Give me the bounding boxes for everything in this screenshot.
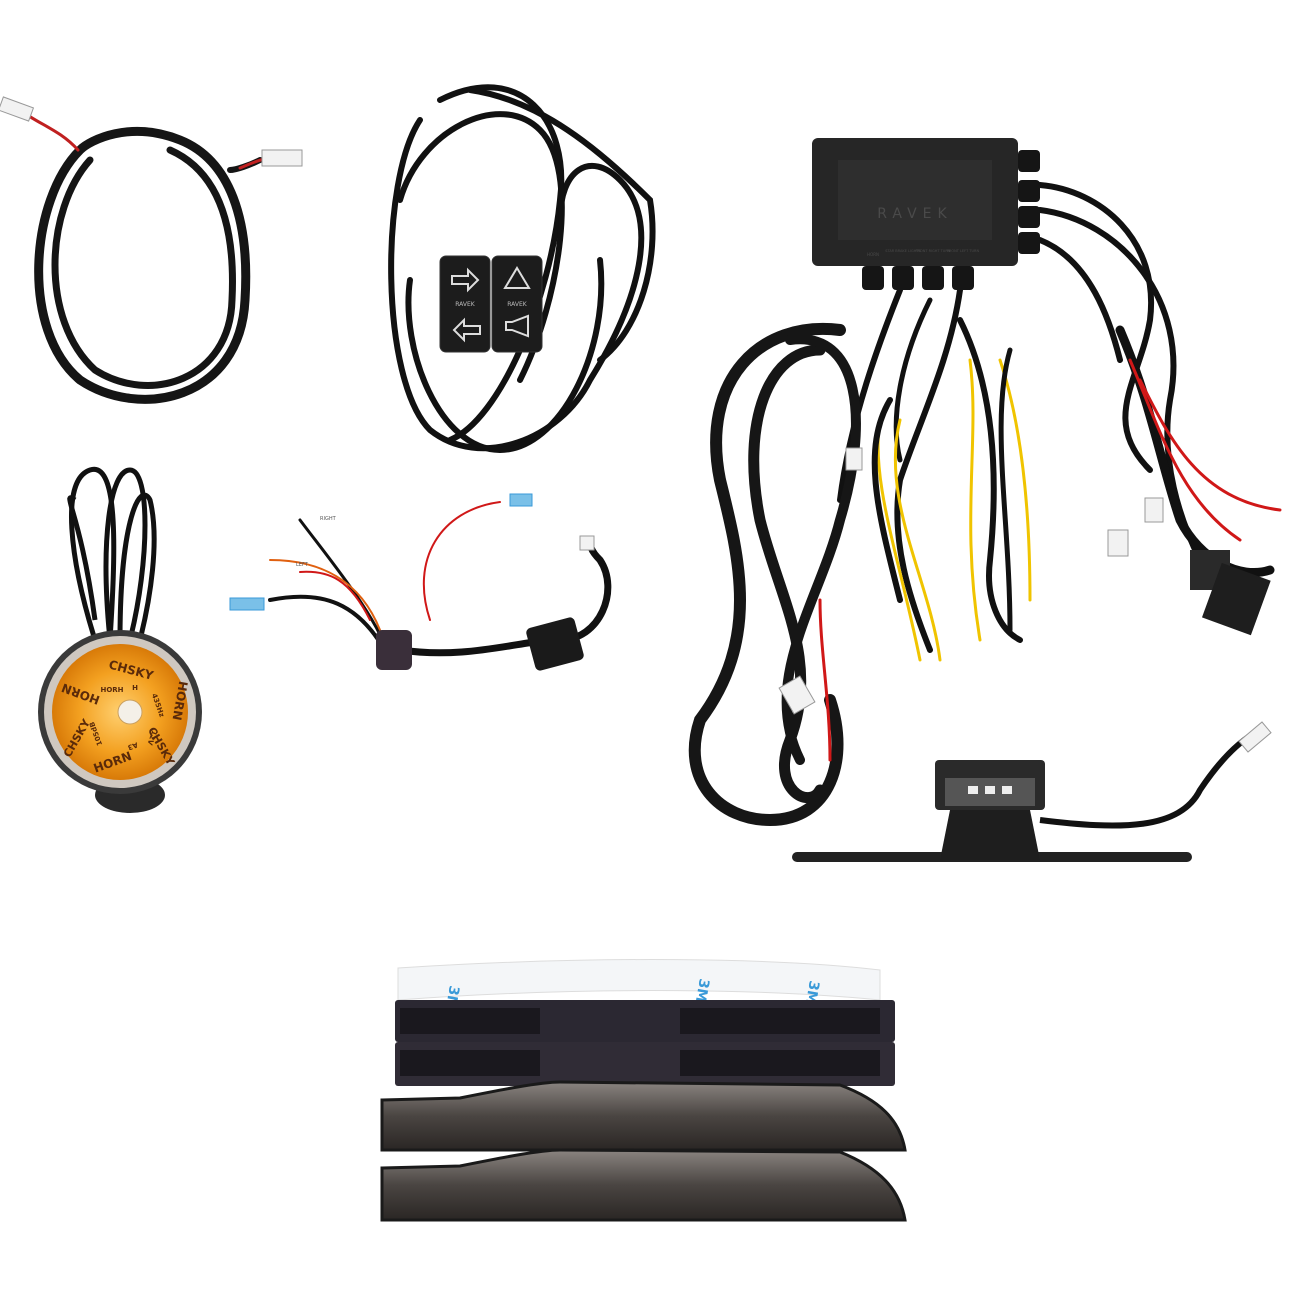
- main-harness-cables: [688, 182, 1282, 827]
- switch-panel-cable-coil: [388, 84, 656, 454]
- switch-brand-left: RAVEK: [455, 301, 476, 308]
- horn-label-right: HORN: [170, 680, 191, 721]
- port-label-right-turn: FRONT RIGHT TURN: [916, 249, 951, 253]
- left-arrow-icon: [452, 317, 481, 343]
- port-label-horn: HORN: [867, 252, 879, 257]
- rocker-switch-panel: RAVEK RAVEK: [439, 255, 543, 353]
- tape-brand-3: 3M: [802, 979, 822, 1005]
- switch-brand-right: RAVEK: [507, 301, 528, 308]
- braided-extension-cable: [0, 96, 303, 404]
- tag-left: LEFT: [296, 562, 309, 568]
- chsky-horn: CHSKY HORN HORN CHSKY CHSKY HORN HORH H …: [38, 630, 202, 813]
- horn-code: A3: [126, 740, 139, 751]
- purple-connector: [376, 630, 412, 670]
- led-mount-brackets: [395, 1000, 895, 1086]
- relay: [1201, 562, 1271, 636]
- horn-cable-coil: [67, 466, 157, 641]
- horn-model: HORH: [100, 686, 123, 694]
- horn-icon: [505, 314, 529, 338]
- tape-brand-2: 3M: [692, 977, 712, 1003]
- control-box-brand: RAVEK: [877, 206, 952, 222]
- horn-type: H: [132, 684, 138, 692]
- license-plate-light: [792, 721, 1272, 862]
- right-arrow-icon: [451, 267, 480, 293]
- tag-right: RIGHT: [320, 516, 337, 522]
- hazard-icon: [503, 266, 531, 289]
- port-label-left-turn: FRONT LEFT TURN: [947, 249, 980, 253]
- ravek-control-box: RAVEK HORN STAR BRAKE LIGHTS FRONT RIGHT…: [812, 138, 1040, 290]
- pigtail-harness: RIGHT LEFT: [229, 493, 612, 671]
- led-light-bars: [380, 1080, 907, 1222]
- port-label-brake: STAR BRAKE LIGHTS: [885, 249, 921, 253]
